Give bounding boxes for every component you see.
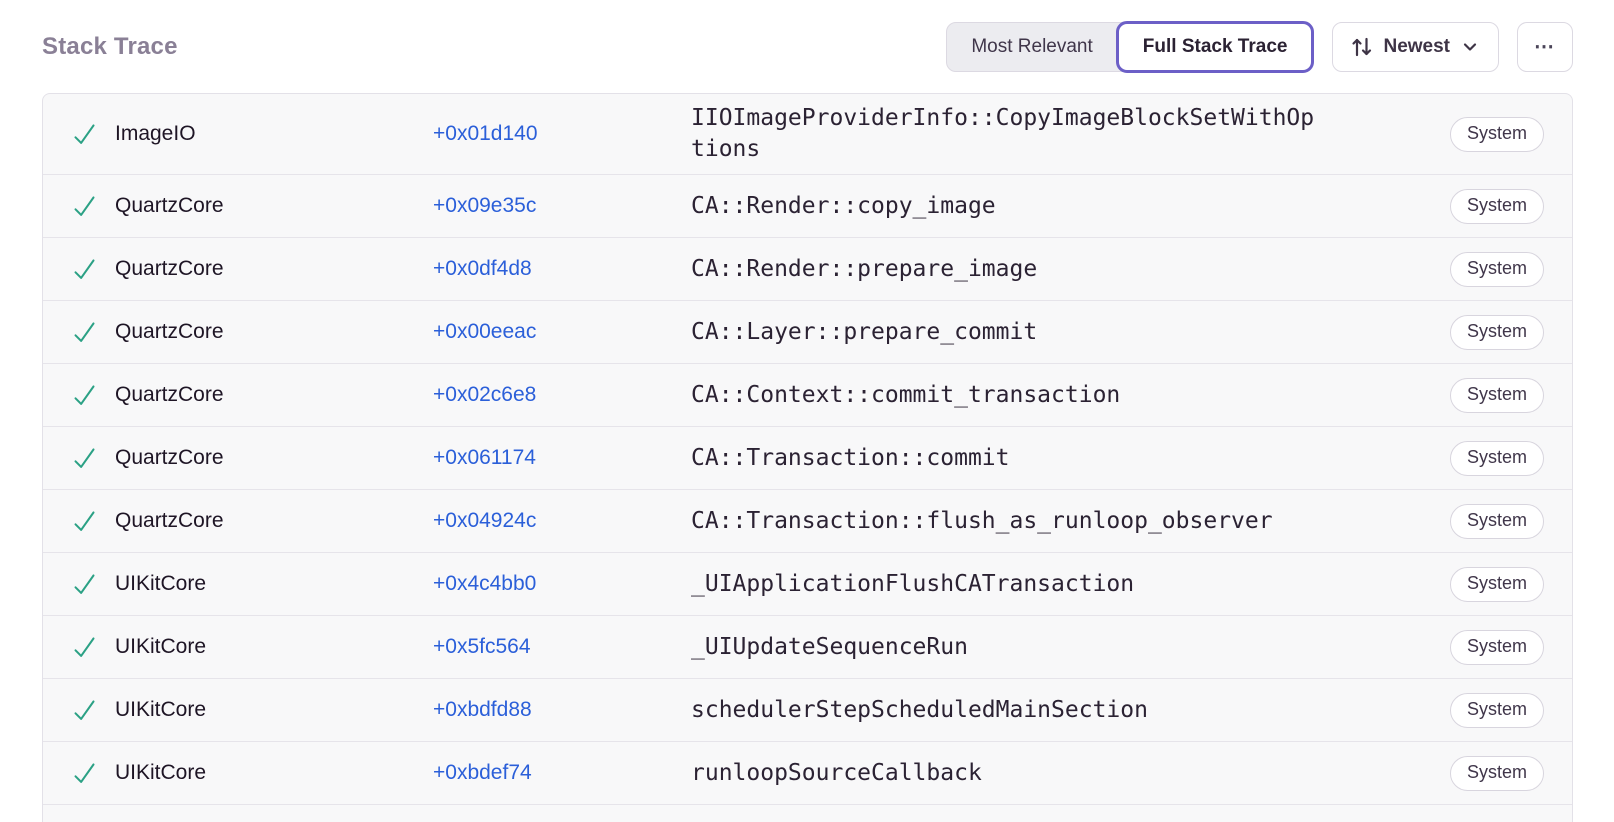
stack-frame-row[interactable]: ImageIO +0x01d140 IIOImageProviderInfo::… [43, 94, 1572, 176]
system-badge: System [1449, 188, 1544, 224]
stack-frame-row[interactable]: UIKitCore +0xbdfd88 schedulerStepSchedul… [43, 679, 1572, 743]
symbolicated-check-icon [71, 121, 115, 148]
frame-function: CA::Render::prepare_image [691, 255, 1038, 282]
frame-address-link[interactable]: +0x09e35c [433, 194, 537, 218]
frame-module: QuartzCore [115, 194, 224, 218]
frame-address-link[interactable]: +0xbdef74 [433, 761, 532, 785]
frame-function: CA::Transaction::flush_as_runloop_observ… [691, 507, 1273, 534]
frame-address-link[interactable]: +0x01d140 [433, 122, 538, 146]
frame-function: runloopSourceCallback [691, 759, 982, 786]
frame-module: ImageIO [115, 122, 196, 146]
symbolicated-check-icon [71, 634, 115, 661]
frame-function: CA::Render::copy_image [691, 192, 996, 219]
system-badge: System [1449, 755, 1544, 791]
frame-function: _UIApplicationFlushCATransaction [691, 570, 1135, 597]
most-relevant-button[interactable]: Most Relevant [946, 21, 1128, 72]
frame-module: QuartzCore [115, 320, 224, 344]
frame-function: _UIUpdateSequenceRun [691, 633, 968, 660]
frame-module: QuartzCore [115, 383, 224, 407]
system-badge: System [1449, 377, 1544, 413]
stack-frame-row[interactable]: UIKitCore +0x4c4bb0 _UIApplicationFlushC… [43, 553, 1572, 617]
sort-order-label: Newest [1383, 35, 1450, 57]
frame-function: schedulerStepScheduledMainSection [691, 696, 1148, 723]
frame-address-link[interactable]: +0x4c4bb0 [433, 572, 537, 596]
sort-order-button[interactable]: Newest [1332, 21, 1499, 72]
symbolicated-check-icon [71, 760, 115, 787]
system-badge: System [1449, 503, 1544, 539]
frame-address-link[interactable]: +0x0df4d8 [433, 257, 532, 281]
symbolicated-check-icon [71, 445, 115, 472]
frame-address-link[interactable]: +0x061174 [433, 446, 536, 470]
system-badge: System [1449, 251, 1544, 287]
stack-trace-table: ImageIO +0x01d140 IIOImageProviderInfo::… [42, 93, 1573, 822]
chevron-down-icon [1460, 37, 1480, 57]
system-badge: System [1449, 116, 1544, 152]
system-badge: System [1449, 692, 1544, 728]
frame-module: QuartzCore [115, 257, 224, 281]
frame-address-link[interactable]: +0xbdfd88 [433, 698, 532, 722]
frame-function: CA::Layer::prepare_commit [691, 318, 1038, 345]
frame-module: UIKitCore [115, 761, 207, 785]
frame-address-link[interactable]: +0x5fc564 [433, 635, 531, 659]
ellipsis-icon: ⋯ [1534, 36, 1556, 58]
frame-module: QuartzCore [115, 509, 224, 533]
system-badge: System [1449, 566, 1544, 602]
more-options-button[interactable]: ⋯ [1517, 21, 1573, 72]
stack-frame-row[interactable]: QuartzCore +0x0df4d8 CA::Render::prepare… [43, 238, 1572, 302]
frame-function: CA::Context::commit_transaction [691, 381, 1121, 408]
system-badge: System [1449, 629, 1544, 665]
section-header: Stack Trace Most Relevant Full Stack Tra… [42, 0, 1573, 93]
symbolicated-check-icon [71, 508, 115, 535]
frame-module: UIKitCore [115, 635, 207, 659]
toolbar: Most Relevant Full Stack Trace Newest [946, 20, 1573, 73]
system-badge: System [1449, 440, 1544, 476]
symbolicated-check-icon [71, 382, 115, 409]
frame-module: QuartzCore [115, 446, 224, 470]
stack-frame-row[interactable]: QuartzCore +0x09e35c CA::Render::copy_im… [43, 175, 1572, 239]
frame-address-link[interactable]: +0x00eeac [433, 320, 537, 344]
frame-function: CA::Transaction::commit [691, 444, 1010, 471]
stack-frame-row[interactable]: QuartzCore +0x04924c CA::Transaction::fl… [43, 490, 1572, 554]
trace-view-segmented-control: Most Relevant Full Stack Trace [946, 20, 1315, 73]
stack-frame-row[interactable]: UIKitCore +0xbdef74 runloopSourceCallbac… [43, 742, 1572, 806]
page-title: Stack Trace [42, 32, 178, 60]
frame-module: UIKitCore [115, 698, 207, 722]
stack-frame-row[interactable]: QuartzCore +0x061174 CA::Transaction::co… [43, 427, 1572, 491]
full-stack-trace-button[interactable]: Full Stack Trace [1115, 20, 1315, 73]
stack-frame-row[interactable]: QuartzCore +0x00eeac CA::Layer::prepare_… [43, 301, 1572, 365]
symbolicated-check-icon [71, 256, 115, 283]
frame-function: IIOImageProviderInfo::CopyImageBlockSetW… [691, 105, 1315, 163]
frame-module: UIKitCore [115, 572, 207, 596]
system-badge: System [1449, 314, 1544, 350]
stack-frame-row[interactable]: UIKitCore +0x5fc564 _UIUpdateSequenceRun… [43, 616, 1572, 680]
sort-arrows-icon [1351, 35, 1373, 59]
symbolicated-check-icon [71, 697, 115, 724]
symbolicated-check-icon [71, 193, 115, 220]
frame-address-link[interactable]: +0x02c6e8 [433, 383, 537, 407]
stack-frame-row[interactable]: QuartzCore +0x02c6e8 CA::Context::commit… [43, 364, 1572, 428]
symbolicated-check-icon [71, 319, 115, 346]
frame-address-link[interactable]: +0x04924c [433, 509, 537, 533]
symbolicated-check-icon [71, 571, 115, 598]
